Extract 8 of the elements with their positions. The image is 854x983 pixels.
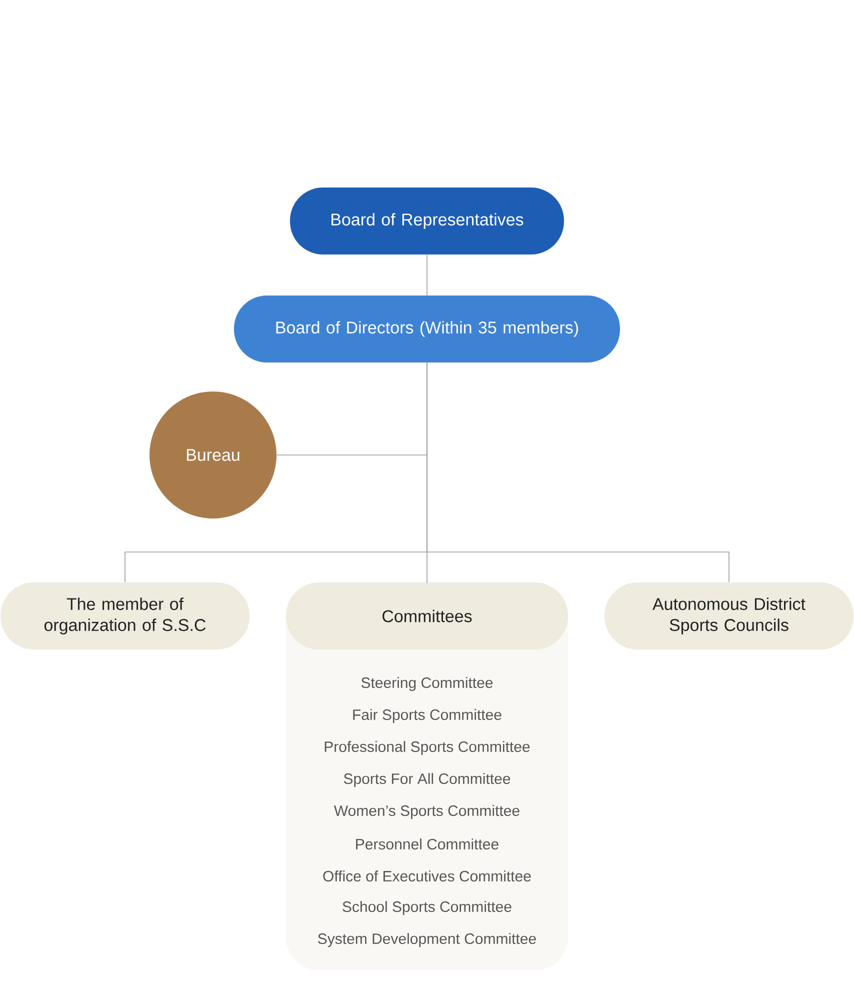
connector-line [426,362,730,583]
committee-panel: Committees Steering Committee Fair Sports Committee Professional Sports Committee Sports For All Committee Women’s Sports Committee Personnel Committee Office of Executives Committee School Sports Committee System Development Committee [286,582,568,970]
rounded-box: The member of organization of S.S.C [0,582,250,650]
connector-line [426,254,428,296]
rounded-box: Board of Directors (Within 35 members) [234,296,620,362]
rounded-box: Board of Representatives [290,188,564,254]
circle-node: Bureau [150,392,276,518]
rounded-box: Autonomous District Sports Councils [604,582,854,650]
